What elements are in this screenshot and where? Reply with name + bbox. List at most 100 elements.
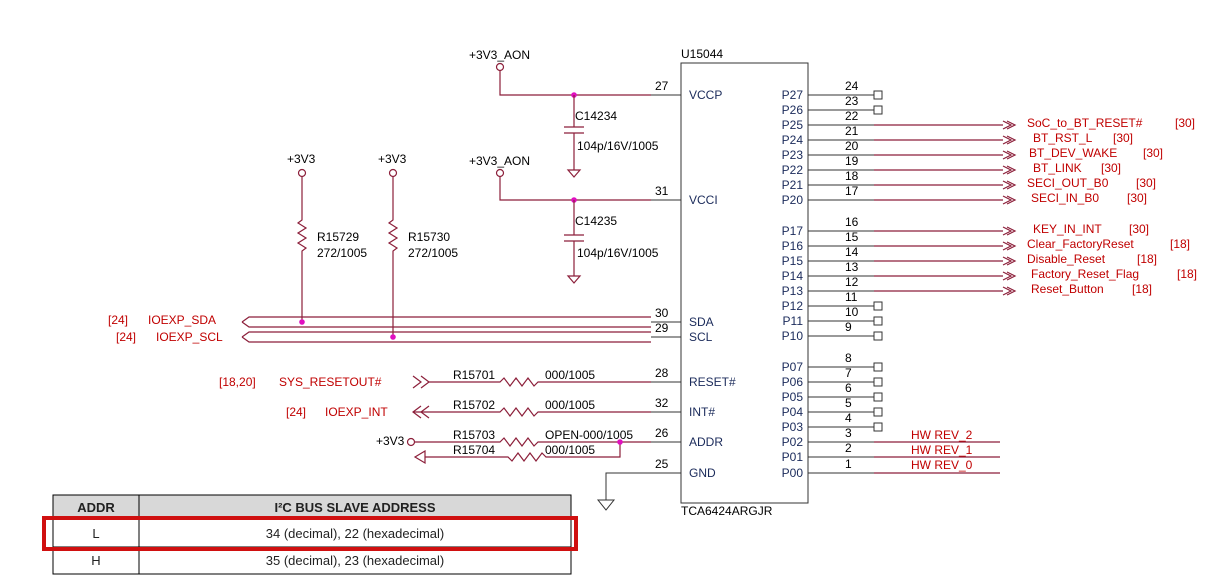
no-connect-markers: [873, 90, 883, 432]
junction-sda: [299, 319, 305, 325]
resistor-r15729-value: 272/1005: [317, 246, 367, 260]
junction-addr: [617, 439, 623, 445]
left-pin-stubs: [651, 94, 681, 474]
power-pin-3v3-a: [297, 168, 307, 178]
pin-num-int: 32: [655, 396, 669, 410]
table-row-highlight: [42, 516, 578, 551]
net-page-clear-factoryreset: [18]: [1170, 237, 1190, 251]
resistor-r15704-symbol: [425, 442, 621, 462]
scl-wire: [241, 331, 651, 343]
resistor-r15704-value: 000/1005: [545, 443, 595, 457]
resistor-r15702-symbol: [413, 407, 651, 417]
resistor-r15730-value: 272/1005: [408, 246, 458, 260]
net-page-factory-reset-flag: [18]: [1177, 267, 1197, 281]
net-seci-out-b0: SECI_OUT_B0: [1027, 176, 1109, 190]
pin-num-p00: 1: [845, 457, 852, 471]
resistor-r15729-symbol: [296, 177, 308, 322]
pin-name-p21: P21: [782, 178, 804, 192]
table-header-addr: ADDR: [77, 500, 115, 515]
pin-name-p16: P16: [782, 239, 804, 253]
cap-c14234-value: 104p/16V/1005: [577, 139, 659, 153]
net-factory-reset-flag: Factory_Reset_Flag: [1031, 267, 1139, 281]
resistor-r15703-value: OPEN-000/1005: [545, 428, 633, 442]
pin-name-p00: P00: [782, 466, 804, 480]
pin-name-p07: P07: [782, 360, 804, 374]
cap-c14234-symbol: [564, 95, 584, 170]
pin-name-p11: P11: [783, 314, 804, 328]
resistor-r15702-ref: R15702: [453, 398, 495, 412]
pin-name-p02: P02: [782, 435, 804, 449]
pin-name-p14: P14: [782, 269, 804, 283]
pin-num-p23: 20: [845, 139, 859, 153]
resistor-r15701-value: 000/1005: [545, 368, 595, 382]
net-disable-reset: Disable_Reset: [1027, 252, 1106, 266]
pin-name-int: INT#: [689, 405, 715, 419]
net-hw-rev-2: HW REV_2: [911, 428, 973, 442]
net-page-seci-out-b0: [30]: [1136, 176, 1156, 190]
net-page-ioexp-scl: [24]: [116, 330, 136, 344]
pin-num-p02: 3: [845, 426, 852, 440]
table-row-addr-h: H: [91, 553, 100, 568]
table-row-addr-l: L: [92, 526, 99, 541]
pin-num-sda: 30: [655, 306, 669, 320]
net-page-bt-rst-l: [30]: [1113, 131, 1133, 145]
pin-num-p13: 12: [845, 275, 859, 289]
net-hw-rev-0: HW REV_0: [911, 458, 973, 472]
net-page-seci-in-b0: [30]: [1127, 191, 1147, 205]
net-bt-dev-wake: BT_DEV_WAKE: [1029, 146, 1117, 160]
table-border: [52, 494, 572, 575]
pin-num-gnd: 25: [655, 457, 669, 471]
net-key-in-int: KEY_IN_INT: [1033, 222, 1102, 236]
vcci-wire: [499, 177, 651, 201]
pin-num-p05: 6: [845, 381, 852, 395]
pin-name-vccp: VCCP: [689, 88, 722, 102]
gnd-wire: [605, 472, 651, 500]
resistor-r15730-ref: R15730: [408, 230, 450, 244]
pin-num-p12: 11: [845, 290, 858, 304]
pin-name-p23: P23: [782, 148, 804, 162]
pin-name-vcci: VCCI: [689, 193, 718, 207]
resistor-r15701-ref: R15701: [453, 368, 495, 382]
pin-name-p17: P17: [782, 224, 804, 238]
power-pin-3v3-b: [388, 168, 398, 178]
sda-wire: [241, 316, 651, 328]
junction-scl: [390, 334, 396, 340]
ic-part: TCA6424ARGJR: [681, 504, 773, 518]
pin-name-sda: SDA: [689, 315, 714, 329]
net-clear-factoryreset: Clear_FactoryReset: [1027, 237, 1134, 251]
net-page-bt-dev-wake: [30]: [1143, 146, 1163, 160]
resistor-r15703-symbol: [415, 437, 651, 447]
net-page-reset-button: [18]: [1132, 282, 1152, 296]
pin-num-reset: 28: [655, 366, 669, 380]
table-row-address-h: 35 (decimal), 23 (hexadecimal): [266, 553, 444, 568]
reset-offpage-connector: [412, 375, 430, 389]
pin-num-vccp: 27: [655, 79, 669, 93]
cap-c14235-ref: C14235: [575, 214, 617, 228]
net-sys-resetout: SYS_RESETOUT#: [279, 375, 382, 389]
net-bt-link: BT_LINK: [1033, 161, 1082, 175]
resistor-r15702-value: 000/1005: [545, 398, 595, 412]
pin-num-p03: 4: [845, 411, 852, 425]
pin-name-p15: P15: [782, 254, 804, 268]
pin-name-p20: P20: [782, 193, 804, 207]
pin-num-p24: 21: [845, 124, 859, 138]
pin-name-p06: P06: [782, 375, 804, 389]
power-3v3-b: +3V3: [378, 152, 407, 166]
power-pin-aon-1: [495, 62, 505, 72]
resistor-r15729-ref: R15729: [317, 230, 359, 244]
right-pin-stubs: [808, 94, 874, 474]
vccp-wire: [499, 71, 651, 96]
resistor-r15730-symbol: [387, 177, 399, 337]
cap-c14234-ref: C14234: [575, 109, 617, 123]
pin-name-scl: SCL: [689, 330, 713, 344]
net-reset-button: Reset_Button: [1031, 282, 1104, 296]
pin-num-p21: 18: [845, 169, 859, 183]
pin-name-p13: P13: [782, 284, 804, 298]
net-seci-in-b0: SECI_IN_B0: [1031, 191, 1099, 205]
pin-num-p01: 2: [845, 441, 852, 455]
net-ioexp-scl: IOEXP_SCL: [156, 330, 223, 344]
cap-c14235-value: 104p/16V/1005: [577, 246, 659, 260]
pin-name-p03: P03: [782, 420, 804, 434]
pin-num-vcci: 31: [655, 184, 669, 198]
pin-name-p27: P27: [782, 88, 804, 102]
